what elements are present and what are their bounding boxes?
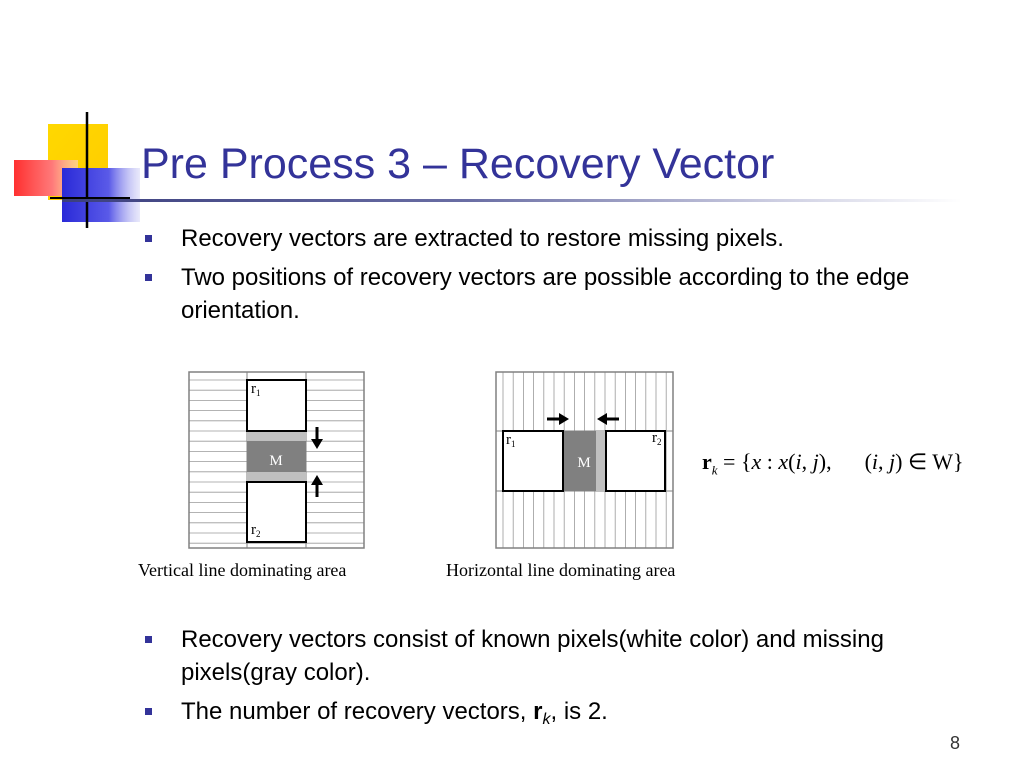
formula-x: x <box>751 449 762 474</box>
label-m: M <box>269 453 282 469</box>
formula-k: k <box>711 462 718 478</box>
boundary-gray-right <box>596 431 606 491</box>
formula-x2: x <box>778 449 789 474</box>
label-r1: r1 <box>506 432 516 449</box>
boundary-gray-top <box>247 431 306 441</box>
bold-r: r <box>533 698 543 725</box>
formula-r: r <box>702 449 712 474</box>
horizontal-diagram: r1 r2 M <box>495 371 674 549</box>
bullet-item: Recovery vectors consist of known pixels… <box>0 623 1024 689</box>
bullet-marker <box>145 636 152 643</box>
recovery-block-r2 <box>605 430 666 492</box>
label-r1: r1 <box>251 381 261 398</box>
bullet-text: Recovery vectors are extracted to restor… <box>181 225 784 252</box>
formula-spacer: ( <box>831 449 872 474</box>
slide-title: Pre Process 3 – Recovery Vector <box>141 140 775 188</box>
recovery-block-r1 <box>502 430 564 492</box>
bullet-marker <box>145 235 152 242</box>
corner-decoration <box>14 112 140 228</box>
bullet-item: Two positions of recovery vectors are po… <box>0 261 1024 327</box>
formula-paren: ( <box>788 449 796 474</box>
arrow-up-icon <box>311 475 323 497</box>
bottom-bullet-list: Recovery vectors consist of known pixels… <box>0 623 1024 742</box>
recovery-vector-formula: rk = {x : x(i, j), (i, j) ∈ W} <box>702 449 964 478</box>
label-r2: r2 <box>251 522 261 539</box>
recovery-block-r1 <box>246 379 307 432</box>
grid-border <box>188 371 365 549</box>
vertical-diagram: r1 r2 M <box>188 371 365 549</box>
missing-block <box>247 441 306 472</box>
blue-square <box>62 168 140 222</box>
top-bullet-list: Recovery vectors are extracted to restor… <box>0 222 1024 333</box>
arrow-right-icon <box>547 413 569 425</box>
formula-tail: ) ∈ W} <box>895 449 964 474</box>
formula-j2: j <box>889 449 896 474</box>
missing-block <box>563 431 596 491</box>
page-number: 8 <box>950 733 961 753</box>
label-r2: r2 <box>652 430 662 447</box>
formula-j: j <box>812 449 819 474</box>
formula-i2: i <box>871 449 879 474</box>
grid-border <box>495 371 674 549</box>
bullet-item: The number of recovery vectors, rk, is 2… <box>0 695 1024 736</box>
formula-colon: : <box>761 449 779 474</box>
formula-close: ), <box>818 449 832 474</box>
arrow-down-icon <box>311 427 323 449</box>
bullet-text: Recovery vectors consist of known pixels… <box>181 626 884 686</box>
horizontal-caption: Horizontal line dominating area <box>446 560 676 580</box>
bullet-text-before: The number of recovery vectors, <box>181 698 534 725</box>
formula-comma2: , <box>878 449 890 474</box>
formula-eq: = { <box>717 449 752 474</box>
formula-i: i <box>795 449 802 474</box>
bullet-marker <box>145 274 152 281</box>
italic-k: k <box>542 711 551 728</box>
vertical-caption: Vertical line dominating area <box>138 560 347 580</box>
recovery-block-r2 <box>246 481 307 543</box>
formula-comma: , <box>801 449 813 474</box>
arrow-left-icon <box>597 413 619 425</box>
bullet-item: Recovery vectors are extracted to restor… <box>0 222 1024 255</box>
bullet-marker <box>145 708 152 715</box>
boundary-gray-bottom <box>247 472 306 482</box>
bullet-text: Two positions of recovery vectors are po… <box>181 264 910 324</box>
title-underline <box>62 199 962 202</box>
bullet-text-after: , is 2. <box>550 698 608 725</box>
label-m: M <box>577 455 590 471</box>
